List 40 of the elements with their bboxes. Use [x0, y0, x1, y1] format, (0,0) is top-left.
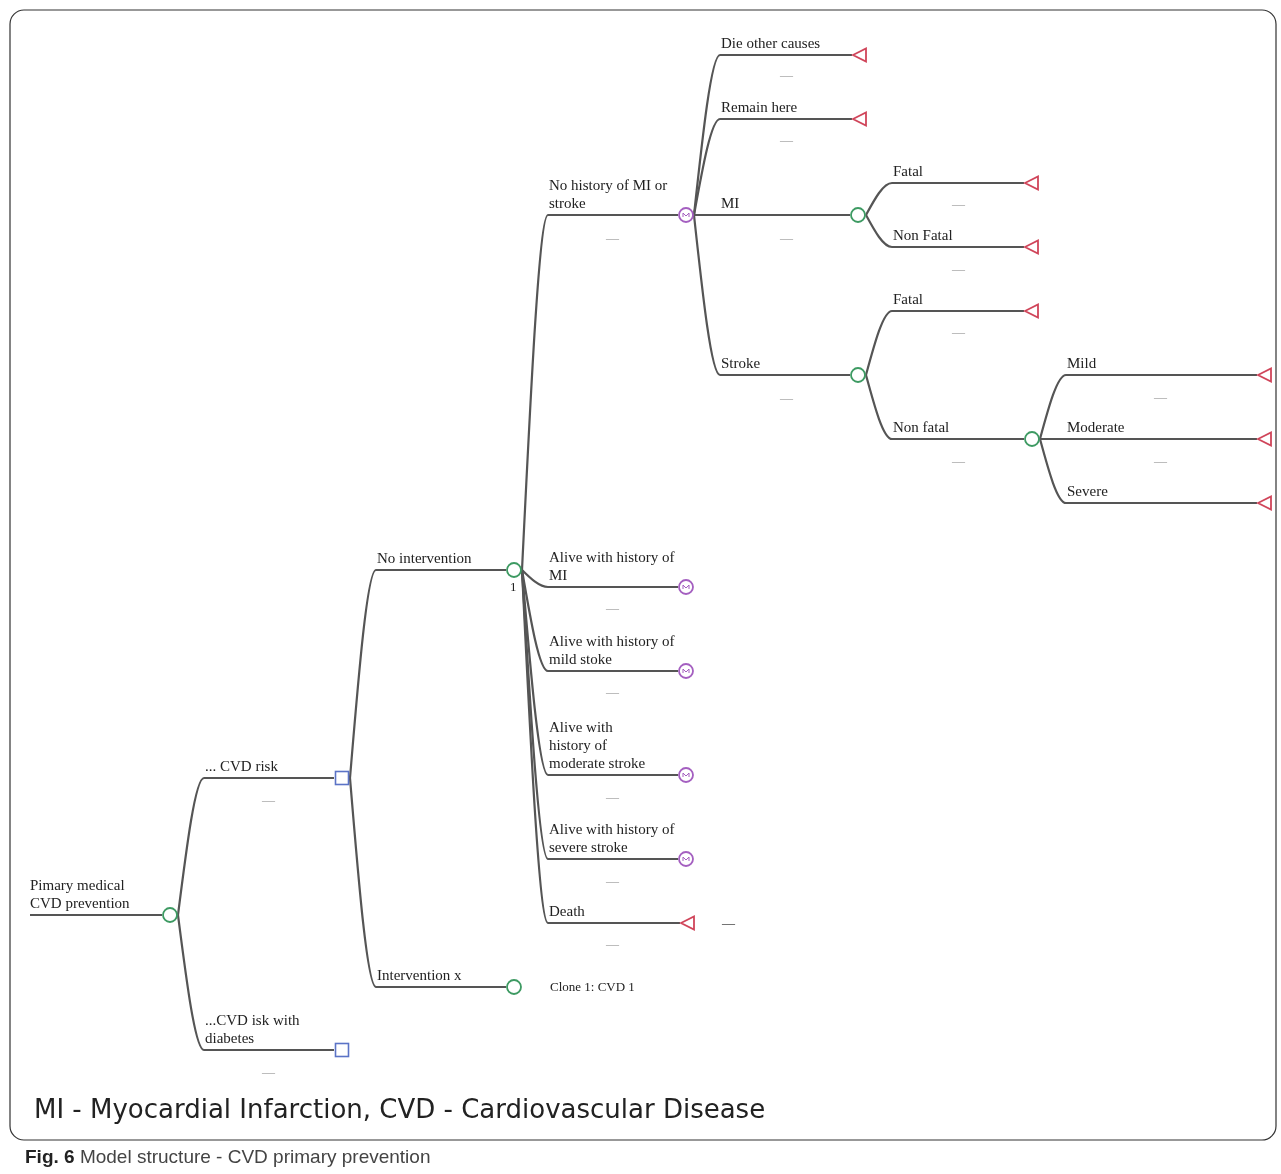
branch-line: [1038, 373, 1257, 440]
fill-in-line: —: [606, 601, 619, 615]
fill-in-line: —: [262, 1065, 275, 1079]
fill-in-line: —: [606, 790, 619, 804]
fill-in-line: —: [780, 133, 793, 147]
figure-caption: Fig. 6 Model structure - CVD primary prevention: [25, 1146, 431, 1168]
node-note: 1: [510, 580, 517, 594]
fill-in-line: —: [952, 197, 965, 211]
branch-line: [694, 213, 850, 217]
branch-line: [348, 777, 506, 989]
branch-line: [692, 117, 852, 216]
fill-in-line: —: [952, 262, 965, 276]
branch-line: [865, 214, 1024, 249]
branch-line: [521, 569, 678, 589]
node-note: Clone 1: CVD 1: [550, 980, 635, 994]
branch-line: [865, 181, 1024, 216]
branch-line: [692, 214, 850, 377]
branch-line: [864, 374, 1024, 441]
fill-in-line: —: [1154, 454, 1167, 468]
branch-line: [176, 914, 334, 1052]
fill-in-line: —: [780, 391, 793, 405]
fill-in-line: —: [606, 231, 619, 245]
branch-line: [176, 776, 334, 916]
branch-line: [864, 309, 1024, 376]
fill-in-line: —: [780, 231, 793, 245]
branch-line: [1038, 438, 1257, 505]
fill-in-line: —: [606, 685, 619, 699]
abbreviation-note: MI - Myocardial Infarction, CVD - Cardiovascular Disease: [34, 1094, 766, 1124]
fill-in-line: —: [1154, 390, 1167, 404]
branch-line: [520, 213, 678, 571]
fill-in-line: —: [262, 793, 275, 807]
branch-line: [348, 568, 506, 779]
node-note: —: [722, 916, 735, 930]
fill-in-line: —: [780, 68, 793, 82]
fill-in-line: —: [952, 454, 965, 468]
branch-line: [30, 913, 162, 917]
fill-in-line: —: [606, 874, 619, 888]
branch-line: [1040, 437, 1257, 441]
fill-in-line: —: [606, 937, 619, 951]
fill-in-line: —: [952, 325, 965, 339]
